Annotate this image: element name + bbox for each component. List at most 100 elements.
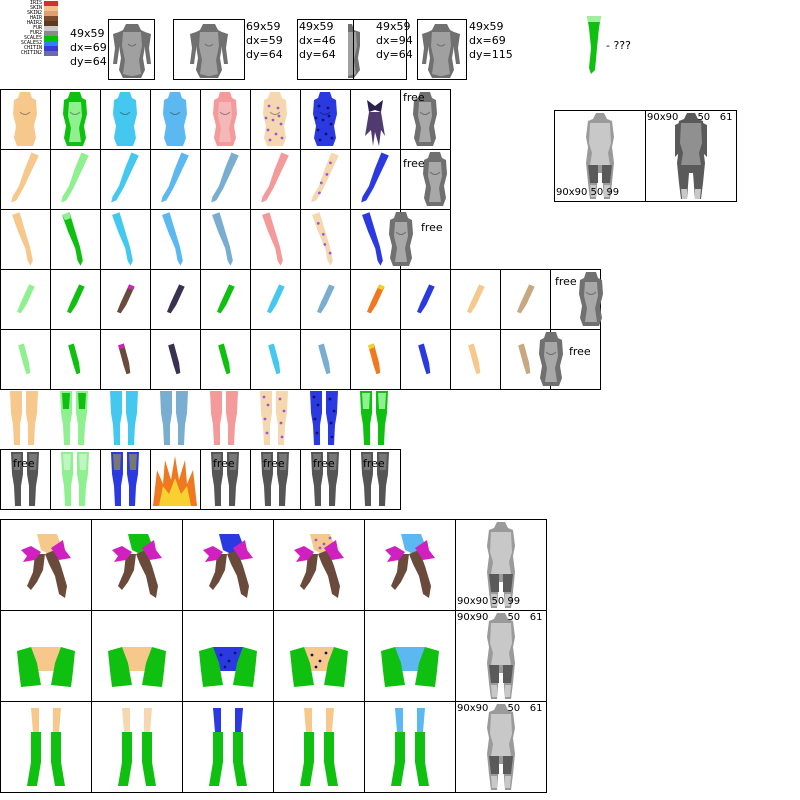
forearm-sprite-icon	[118, 343, 131, 375]
clawed-legs-cell	[182, 519, 274, 611]
top-box-4-dx: dx=94	[376, 34, 413, 47]
torso-sprite-icon	[579, 272, 603, 326]
forearm-cell	[100, 329, 151, 390]
legs-sprite-icon	[311, 452, 339, 506]
forearm-cell	[0, 269, 51, 330]
arm-cell	[300, 209, 351, 270]
forearm-cell	[200, 329, 251, 390]
forearm-sprite-icon	[268, 343, 281, 375]
forearm-sprite-icon	[466, 284, 485, 314]
torso-cell	[0, 89, 51, 150]
arm-free-cell: free	[400, 149, 451, 210]
free-label: free	[13, 457, 35, 470]
legend-label: FUR2	[29, 30, 42, 36]
legs-cell	[200, 389, 250, 449]
legend-label: FUR	[32, 25, 42, 31]
scaled-shins-cell	[91, 701, 183, 793]
scaled-shins-icon	[391, 708, 429, 786]
forearm-cell	[500, 269, 551, 330]
ref-top-right-label: 90x90 50 61	[647, 112, 733, 123]
legend-label: HAIR2	[26, 20, 42, 26]
top-box-1-dx: dx=69	[70, 41, 107, 54]
arm-sprite-icon	[12, 212, 33, 266]
forearm-cell	[150, 269, 201, 330]
clawed-legs-cell	[91, 519, 183, 611]
torso-sprite-icon	[213, 92, 237, 146]
reference-figure-label: 90x90 50 99	[457, 596, 521, 607]
arm-sprite-icon	[11, 152, 39, 203]
legend-row: SCALES	[0, 35, 66, 42]
forearm-cell	[350, 269, 401, 330]
clawed-legs-icon	[112, 534, 162, 598]
legs-cell	[100, 389, 150, 449]
torso-free-cell: free	[400, 89, 451, 150]
arm-cell	[100, 209, 151, 270]
torso-cell	[150, 89, 201, 150]
scaled-feet-cell	[0, 610, 92, 702]
forearm-sprite-icon	[316, 284, 335, 314]
torso-cell	[100, 89, 151, 150]
legend-swatch	[44, 11, 58, 16]
figure-silhouette-icon	[487, 704, 515, 790]
legend-row: HAIR	[0, 15, 66, 22]
forearm-sprite-icon	[518, 343, 531, 375]
clawed-legs-cell	[273, 519, 365, 611]
legend-label: SKIN2	[26, 10, 42, 16]
unknown-label: - ???	[606, 39, 631, 52]
scaled-shins-icon	[27, 708, 65, 786]
legs-sprite-icon	[261, 452, 289, 506]
legs-sprite-icon	[61, 452, 89, 506]
forearm-cell	[350, 329, 401, 390]
forearm-cell	[300, 329, 351, 390]
torso-sprite-icon	[163, 92, 187, 146]
forearm-sprite-icon	[468, 343, 481, 375]
torso-cell	[250, 89, 301, 150]
arm-cell	[300, 149, 351, 210]
legs-sprite-icon	[211, 452, 239, 506]
scaled-feet-cell	[364, 610, 456, 702]
forearm-sprite-icon	[366, 284, 385, 314]
free-label: free	[213, 457, 235, 470]
legend-row: SKIN2	[0, 10, 66, 17]
legs-lower-cell	[150, 449, 201, 510]
free-label: free	[363, 457, 385, 470]
legs-sprite-icon	[210, 391, 238, 445]
scaled-feet-cell	[273, 610, 365, 702]
torso-sprite-icon	[423, 152, 447, 206]
reference-figure-box-top: 90x90 50 99 90x90 50 61	[554, 110, 737, 202]
reference-torso-box-3	[297, 19, 407, 80]
legs-sprite-icon	[110, 391, 138, 445]
legend-swatch	[44, 46, 58, 51]
clawed-legs-icon	[203, 534, 253, 598]
legend-label: SCALES2	[20, 40, 42, 46]
free-label: free	[403, 157, 425, 170]
top-box-4-dy: dy=64	[376, 48, 413, 61]
top-box-1-size: 49x59	[70, 27, 105, 40]
torso-sprite-icon	[13, 92, 37, 146]
legs-sprite-icon	[10, 391, 38, 445]
forearm-sprite-icon	[116, 284, 135, 314]
arm-sprite-icon	[362, 212, 383, 266]
top-box-2-dx: dx=59	[246, 34, 283, 47]
forearm-cell	[450, 329, 501, 390]
arm-cell	[0, 149, 51, 210]
ref-top-left-label: 90x90 50 99	[556, 187, 620, 198]
torso-sprite-icon	[263, 92, 287, 146]
arm-cell	[150, 209, 201, 270]
legs-cell	[50, 389, 100, 449]
forearm-cell	[50, 269, 101, 330]
top-box-3-dy: dy=64	[299, 48, 336, 61]
arm-sprite-icon	[62, 212, 83, 266]
legs-sprite-icon	[11, 452, 39, 506]
arm-cell	[0, 209, 51, 270]
arm-sprite-icon	[311, 152, 339, 203]
legs-cell	[0, 389, 50, 449]
reference-torso-box-1	[108, 19, 155, 80]
reference-figure-cell: 90x90 50 99	[455, 519, 547, 611]
arm-sprite-icon	[361, 152, 389, 203]
clawed-legs-icon	[21, 534, 71, 598]
reference-torso-box-2	[173, 19, 245, 80]
legs-sprite-icon	[310, 391, 338, 445]
forearm-sprite-icon	[318, 343, 331, 375]
